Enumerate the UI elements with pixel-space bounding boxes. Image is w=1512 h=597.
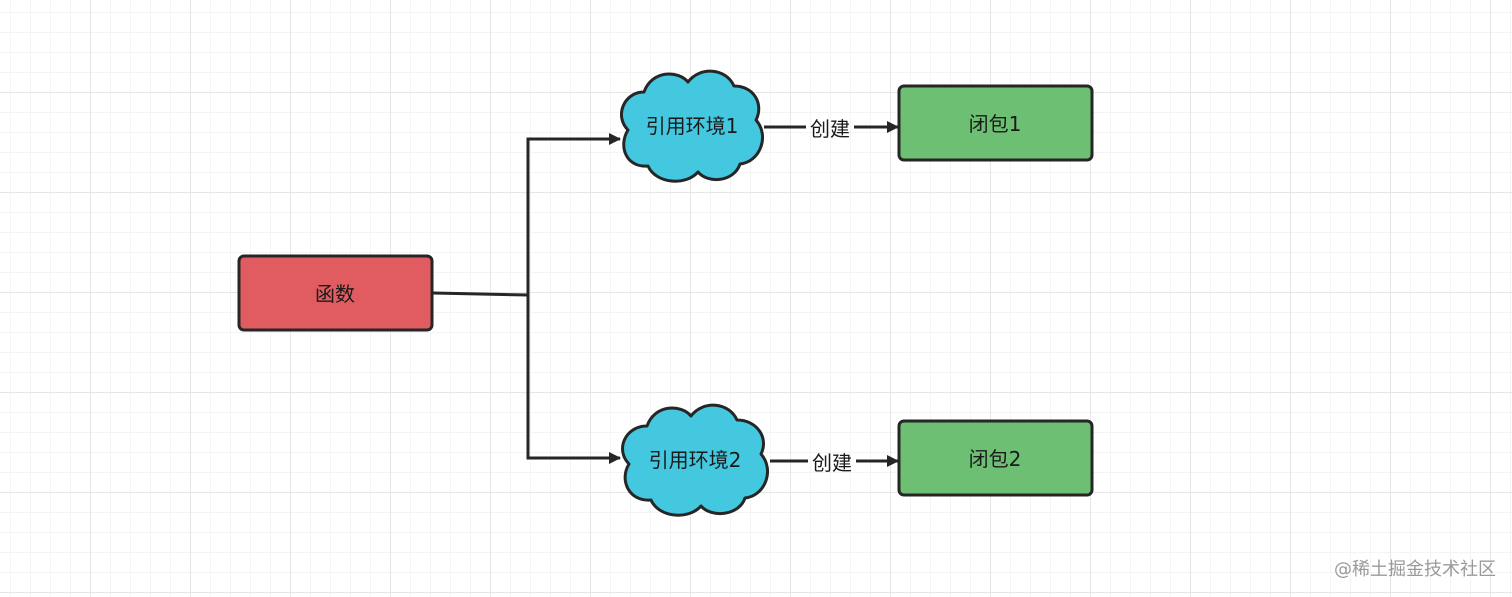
node-closure1[interactable]: 闭包1 bbox=[897, 84, 1094, 162]
edge-label-create-2: 创建 bbox=[812, 451, 852, 475]
node-env2-cloud bbox=[621, 403, 770, 517]
watermark-text: @稀土掘金技术社区 bbox=[1334, 559, 1496, 580]
node-closure2-box bbox=[897, 419, 1094, 497]
node-function-label: 函数 bbox=[315, 282, 355, 306]
edge-label-create-1: 创建 bbox=[810, 117, 850, 141]
edge-function-trunk bbox=[432, 291, 529, 297]
node-env2[interactable]: 引用环境2 bbox=[621, 403, 770, 517]
node-closure1-box bbox=[897, 84, 1094, 162]
node-env1-cloud bbox=[619, 69, 765, 183]
edge-function-to-env1 bbox=[526, 133, 621, 295]
node-closure1-label: 闭包1 bbox=[969, 112, 1022, 136]
node-function-box bbox=[237, 254, 434, 332]
connectors bbox=[432, 121, 899, 467]
node-env1[interactable]: 引用环境1 bbox=[619, 69, 765, 183]
edge-function-to-env2 bbox=[526, 295, 621, 464]
node-closure2-label: 闭包2 bbox=[969, 447, 1022, 471]
node-env1-label: 引用环境1 bbox=[646, 114, 739, 138]
node-function[interactable]: 函数 bbox=[237, 254, 434, 332]
node-closure2[interactable]: 闭包2 bbox=[897, 419, 1094, 497]
node-env2-label: 引用环境2 bbox=[649, 448, 742, 472]
